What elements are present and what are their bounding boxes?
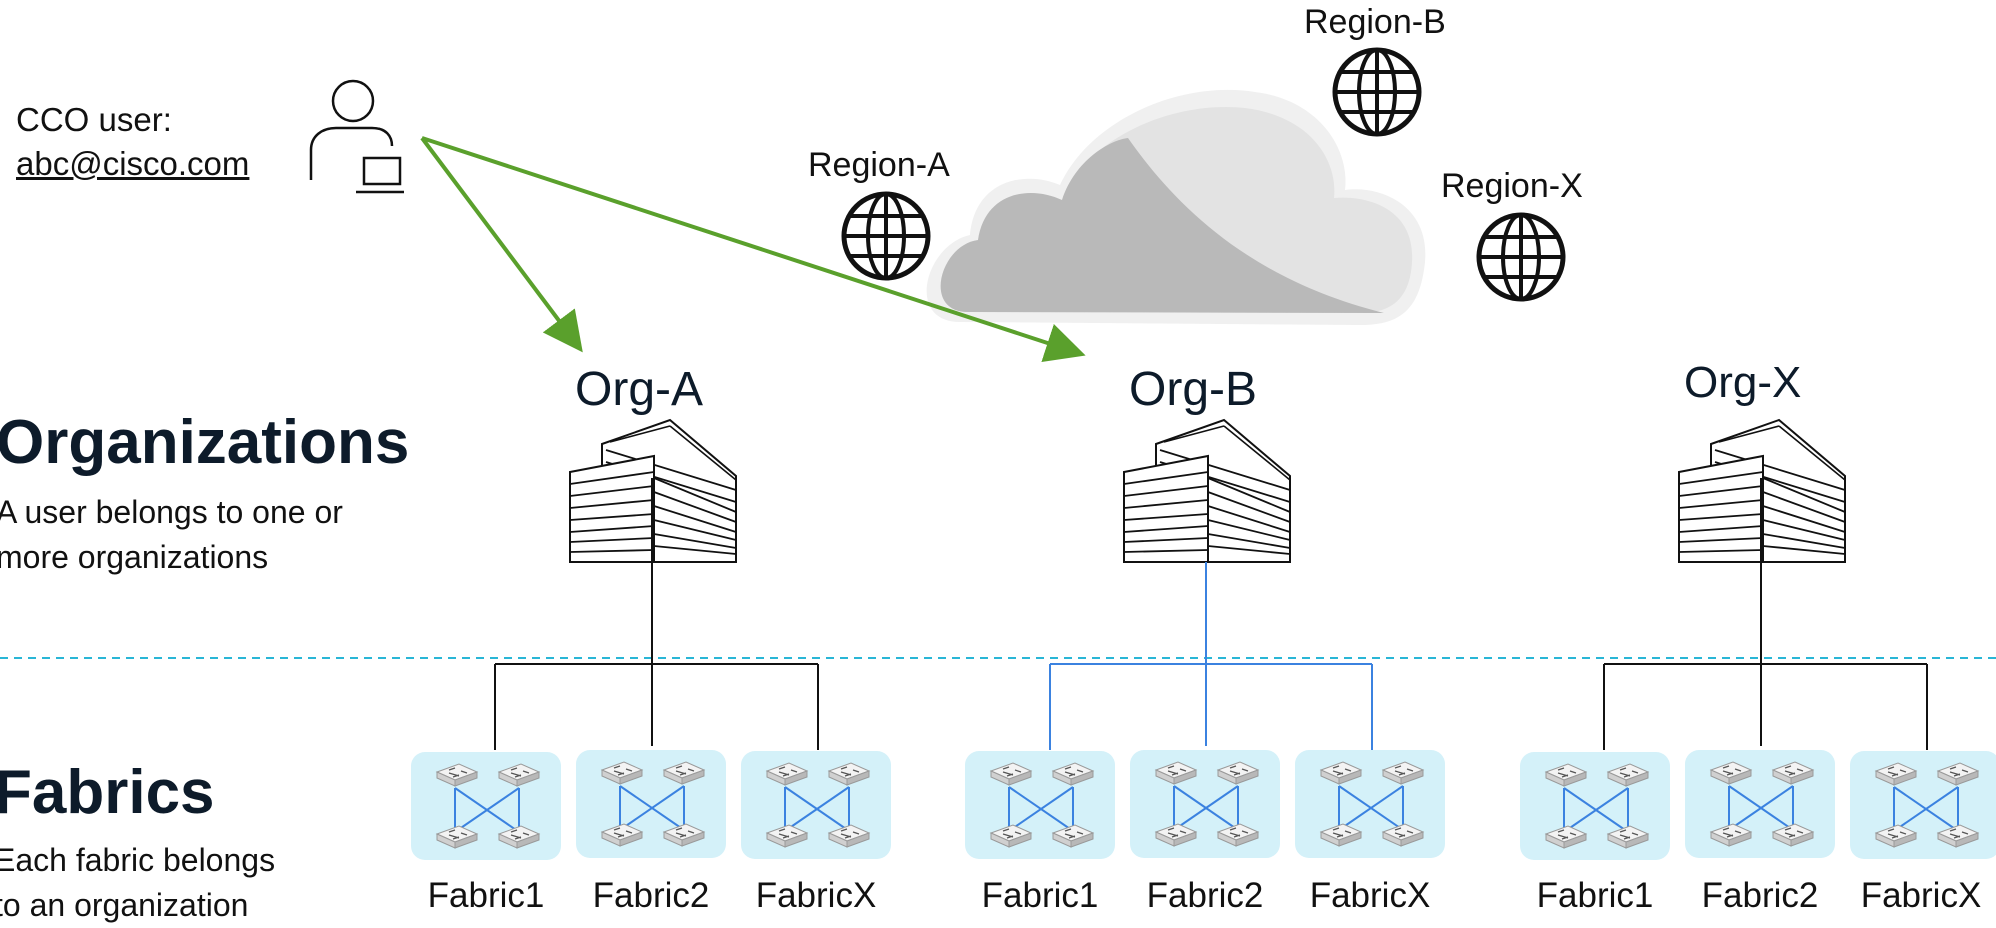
fabric-icon-org-a-x bbox=[741, 751, 891, 859]
org-x-tree bbox=[1603, 478, 1928, 750]
fabric-label-org-x-2: Fabric2 bbox=[1701, 876, 1819, 915]
org-b-tree bbox=[1049, 562, 1373, 750]
fabric-icon-org-x-x bbox=[1850, 751, 1996, 859]
fabric-icon-org-x-1 bbox=[1520, 752, 1670, 860]
user-caption-block: CCO user: abc@cisco.com bbox=[16, 98, 249, 186]
organizations-description: A user belongs to one or more organizati… bbox=[0, 490, 343, 580]
fabric-icon-org-b-1 bbox=[965, 751, 1115, 859]
user-icon bbox=[309, 79, 404, 194]
organizations-title: Organizations bbox=[0, 408, 410, 477]
arrow-to-org-b bbox=[421, 136, 1086, 363]
organizations-description-line1: A user belongs to one or bbox=[0, 494, 343, 530]
region-label-a: Region-A bbox=[808, 146, 950, 184]
fabric-label-org-a-x: FabricX bbox=[755, 876, 877, 915]
org-label-b: Org-B bbox=[1129, 363, 1258, 416]
fabric-label-org-x-1: Fabric1 bbox=[1536, 876, 1654, 915]
org-label-a: Org-A bbox=[575, 363, 704, 416]
globe-icon-region-b bbox=[1335, 50, 1419, 134]
fabric-icon-org-b-x bbox=[1295, 750, 1445, 858]
region-label-b: Region-B bbox=[1304, 3, 1446, 41]
user-email-link[interactable]: abc@cisco.com bbox=[16, 145, 250, 182]
fabrics-description-line2: to an organization bbox=[0, 887, 249, 923]
fabrics-description-line1: Each fabric belongs bbox=[0, 842, 276, 878]
fabric-label-org-x-x: FabricX bbox=[1860, 876, 1982, 915]
globe-icon-region-a bbox=[844, 194, 928, 278]
fabric-icon-org-b-2 bbox=[1130, 750, 1280, 858]
fabric-label-org-b-1: Fabric1 bbox=[981, 876, 1099, 915]
fabric-label-org-a-2: Fabric2 bbox=[592, 876, 710, 915]
fabric-label-org-b-2: Fabric2 bbox=[1146, 876, 1264, 915]
cloud-icon bbox=[926, 89, 1426, 326]
user-caption: CCO user: bbox=[16, 101, 172, 138]
fabric-icon-org-a-1 bbox=[411, 752, 561, 860]
fabrics-title: Fabrics bbox=[0, 758, 215, 827]
fabric-icon-org-a-2 bbox=[576, 750, 726, 858]
region-label-x: Region-X bbox=[1441, 167, 1583, 205]
fabric-label-org-b-x: FabricX bbox=[1309, 876, 1431, 915]
globe-icon-region-x bbox=[1479, 215, 1563, 299]
organizations-description-line2: more organizations bbox=[0, 539, 269, 575]
fabric-label-org-a-1: Fabric1 bbox=[427, 876, 545, 915]
building-icon-org-b bbox=[1123, 419, 1291, 563]
org-a-tree bbox=[494, 478, 819, 750]
fabrics-description: Each fabric belongs to an organization bbox=[0, 838, 275, 928]
fabric-icon-org-x-2 bbox=[1685, 750, 1835, 858]
arrow-to-org-a bbox=[420, 136, 583, 353]
org-label-x: Org-X bbox=[1684, 358, 1802, 407]
